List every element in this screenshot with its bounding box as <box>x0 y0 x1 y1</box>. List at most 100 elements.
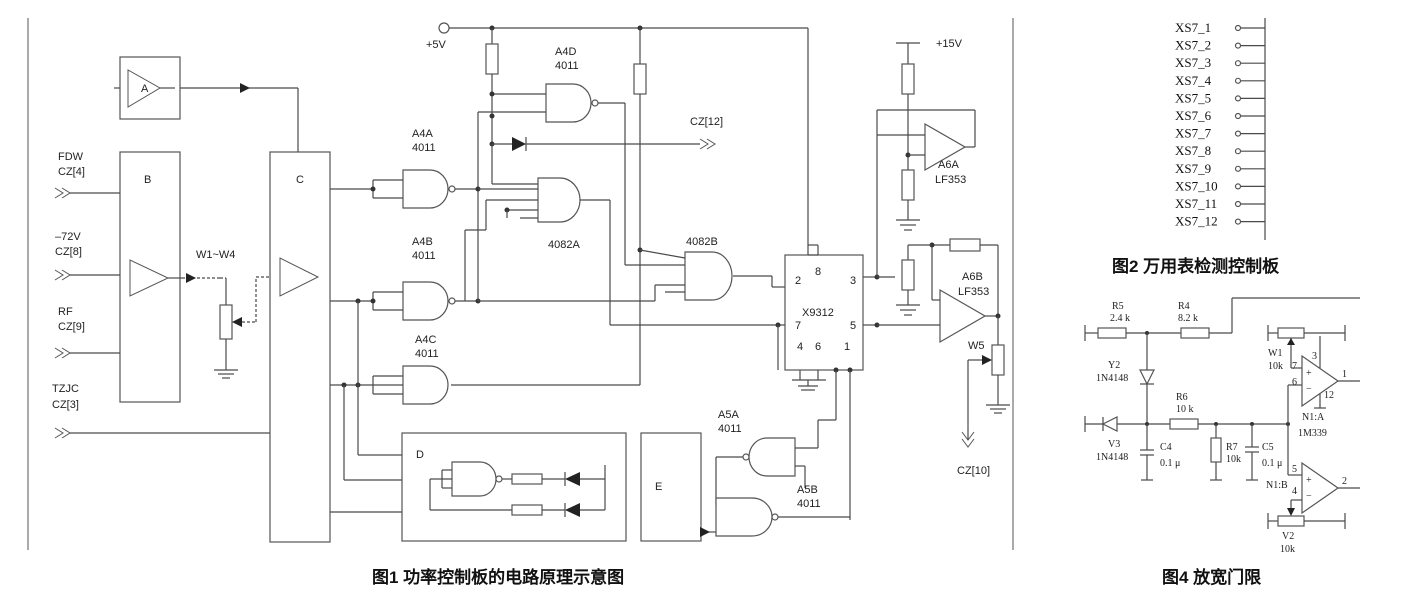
pot-w1w4 <box>219 304 233 340</box>
xs7-pin-terminal <box>1234 112 1242 120</box>
svg-text:A5B: A5B <box>797 484 818 496</box>
nand-a5a <box>748 437 796 477</box>
xs7-pin-label: XS7_12 <box>1175 214 1218 229</box>
svg-text:10k: 10k <box>1268 361 1283 372</box>
block-e-label: E <box>655 481 662 493</box>
svg-text:4011: 4011 <box>555 60 579 72</box>
svg-text:4082A: 4082A <box>548 239 580 251</box>
supply-5v-label: +5V <box>426 39 447 51</box>
fig1-caption: 图1 功率控制板的电路原理示意图 <box>372 567 624 587</box>
resistor-r4 <box>1180 327 1210 339</box>
pot-v2 <box>1277 515 1305 527</box>
svg-text:1: 1 <box>844 341 850 353</box>
chip-x9312 <box>784 254 864 371</box>
xs7-pin-label: XS7_2 <box>1175 38 1211 53</box>
svg-text:4: 4 <box>797 341 803 353</box>
svg-text:+: + <box>1306 368 1312 379</box>
svg-text:3: 3 <box>850 275 856 287</box>
svg-text:2: 2 <box>1342 476 1347 487</box>
svg-text:R7: R7 <box>1226 442 1238 453</box>
nand-a4d <box>545 83 592 123</box>
svg-text:V3: V3 <box>1108 439 1120 450</box>
svg-text:7: 7 <box>1292 361 1297 372</box>
xs7-pin-label: XS7_4 <box>1175 73 1212 88</box>
svg-text:Y2: Y2 <box>1108 360 1120 371</box>
xs7-pin-label: XS7_11 <box>1175 196 1217 211</box>
nand-a4a <box>402 169 449 209</box>
svg-text:R4: R4 <box>1178 301 1190 312</box>
svg-text:TZJC: TZJC <box>52 383 79 395</box>
svg-text:4011: 4011 <box>412 142 436 154</box>
svg-text:4011: 4011 <box>718 423 742 435</box>
svg-text:4: 4 <box>1292 486 1297 497</box>
svg-text:12: 12 <box>1324 390 1334 401</box>
svg-text:–72V: –72V <box>55 231 81 243</box>
svg-text:RF: RF <box>58 306 73 318</box>
block-d <box>401 432 627 542</box>
svg-text:1N4148: 1N4148 <box>1096 452 1128 463</box>
svg-text:A4D: A4D <box>555 46 576 58</box>
xs7-pin-label: XS7_1 <box>1175 20 1211 35</box>
input-tzjc: TZJC CZ[3] <box>52 383 270 439</box>
svg-text:0.1 μ: 0.1 μ <box>1262 458 1282 469</box>
xs7-pin-terminal <box>1234 60 1242 67</box>
resistor-r5 <box>1097 327 1127 339</box>
svg-text:5: 5 <box>850 320 856 332</box>
nand-a4b <box>402 281 449 321</box>
svg-text:6: 6 <box>1292 377 1297 388</box>
svg-text:A4B: A4B <box>412 236 433 248</box>
xs7-pin-label: XS7_6 <box>1175 108 1212 123</box>
figure-4: R5 2.4 k R4 8.2 k Y2 1N4148 V3 1N4148 C4 <box>1084 297 1360 587</box>
block-e <box>640 432 702 542</box>
cz12-label: CZ[12] <box>690 116 723 128</box>
xs7-pin-terminal <box>1234 183 1242 190</box>
svg-text:4011: 4011 <box>797 498 821 510</box>
block-c-label: C <box>296 174 304 186</box>
xs7-pin-terminal <box>1234 24 1242 32</box>
resistor-r6 <box>1169 418 1199 430</box>
block-b <box>119 151 181 403</box>
and-4082a <box>537 177 581 223</box>
svg-text:A4C: A4C <box>415 334 436 346</box>
xs7-pin-label: XS7_3 <box>1175 55 1211 70</box>
pot-w1 <box>1277 327 1305 339</box>
svg-text:10k: 10k <box>1226 454 1241 465</box>
svg-text:CZ[4]: CZ[4] <box>58 166 85 178</box>
svg-text:2: 2 <box>795 275 801 287</box>
svg-text:1M339: 1M339 <box>1298 428 1327 439</box>
svg-text:+: + <box>1306 475 1312 486</box>
xs7-pin-terminal <box>1234 200 1242 208</box>
svg-text:0.1 μ: 0.1 μ <box>1160 458 1180 469</box>
cz10-label: CZ[10] <box>957 465 990 477</box>
svg-text:N1:B: N1:B <box>1266 480 1288 491</box>
block-b-label: B <box>144 174 151 186</box>
xs7-pin-label: XS7_5 <box>1175 90 1211 105</box>
xs7-pin-terminal <box>1234 77 1242 84</box>
svg-text:4011: 4011 <box>412 250 436 262</box>
xs7-pin-terminal <box>1234 42 1242 49</box>
fig2-caption: 图2 万用表检测控制板 <box>1112 256 1280 276</box>
svg-text:C5: C5 <box>1262 442 1274 453</box>
input-72v: –72V CZ[8] <box>54 231 120 281</box>
svg-text:10 k: 10 k <box>1176 404 1194 415</box>
and-4082b <box>684 251 733 301</box>
fig4-caption: 图4 放宽门限 <box>1162 567 1261 587</box>
svg-text:8: 8 <box>815 266 821 278</box>
svg-text:CZ[9]: CZ[9] <box>58 321 85 333</box>
svg-text:5: 5 <box>1292 464 1297 475</box>
xs7-pin-terminal <box>1234 148 1242 155</box>
svg-text:R5: R5 <box>1112 301 1124 312</box>
svg-text:CZ[3]: CZ[3] <box>52 399 79 411</box>
supply-15v-label: +15V <box>936 38 963 50</box>
svg-text:1: 1 <box>1342 369 1347 380</box>
svg-text:7: 7 <box>795 320 801 332</box>
svg-text:LF353: LF353 <box>935 174 966 186</box>
xs7-pin-terminal <box>1234 165 1242 172</box>
input-rf: RF CZ[9] <box>54 306 120 359</box>
xs7-pin-label: XS7_9 <box>1175 161 1211 176</box>
svg-text:W1: W1 <box>1268 348 1282 359</box>
svg-text:A4A: A4A <box>412 128 433 140</box>
svg-text:1N4148: 1N4148 <box>1096 373 1128 384</box>
svg-text:A6B: A6B <box>962 271 983 283</box>
